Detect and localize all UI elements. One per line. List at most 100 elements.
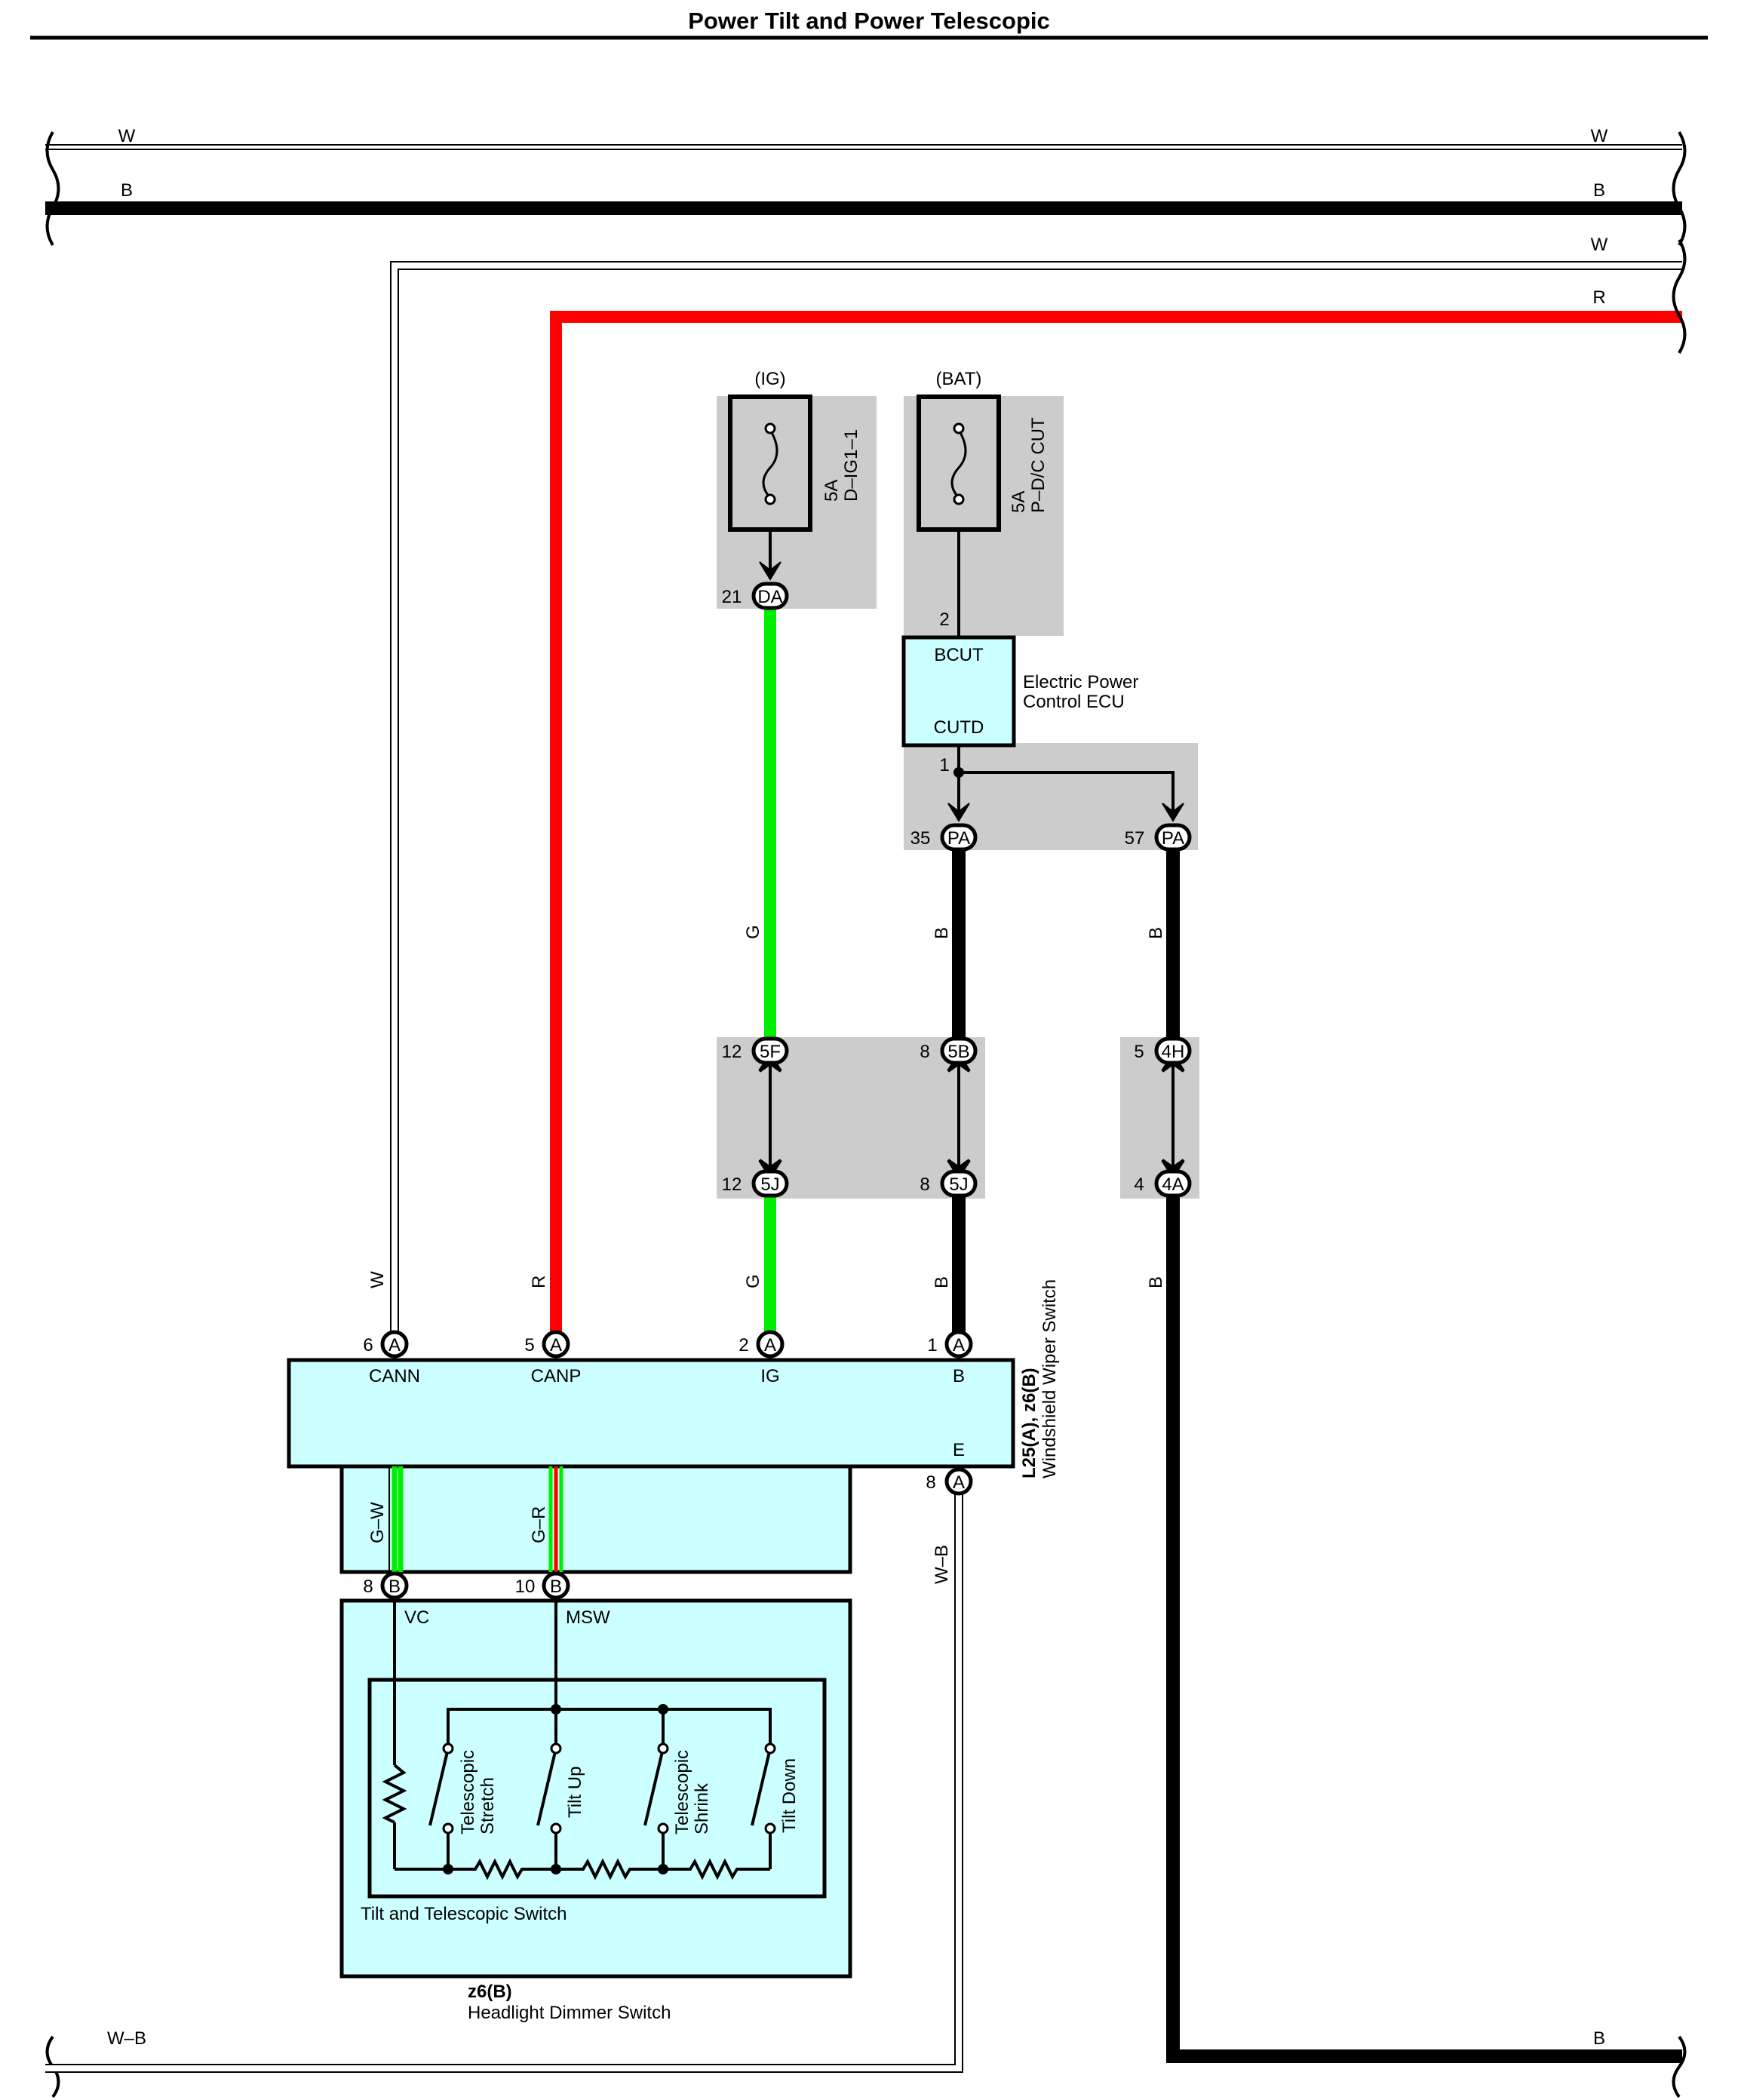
tilt-telescopic-switch-box: [367, 1678, 827, 1899]
svg-text:5: 5: [1134, 1042, 1144, 1062]
wire-w-cann: [390, 261, 1682, 1341]
svg-text:B: B: [550, 1577, 562, 1597]
svg-text:4: 4: [1134, 1174, 1144, 1195]
fuse-ig-supply: (IG): [754, 369, 785, 389]
wiper-switch-name: Windshield Wiper Switch: [1039, 1279, 1060, 1478]
svg-text:10: 10: [515, 1577, 536, 1597]
connector-pa57: PA 57: [1125, 823, 1192, 852]
switch-telescopic-stretch-line2: Stretch: [477, 1777, 498, 1834]
diagram-title: Power Tilt and Power Telescopic: [688, 8, 1050, 34]
switch-contacts: [442, 1742, 776, 1834]
wiper-terminal-ig: A 2 IG: [738, 1330, 785, 1386]
bus-w-ecu-label: W: [1591, 235, 1608, 255]
svg-text:1: 1: [927, 1335, 937, 1355]
dimmer-switch-name: Headlight Dimmer Switch: [468, 2003, 671, 2023]
svg-text:A: A: [388, 1335, 401, 1355]
svg-text:B: B: [953, 1366, 965, 1386]
svg-text:8: 8: [920, 1042, 929, 1062]
svg-text:12: 12: [722, 1174, 742, 1195]
wire-w-b-ground: [45, 1494, 963, 2073]
connector-5j-b: 5J 8: [920, 1169, 978, 1198]
connector-5j-g: 5J 12: [722, 1169, 789, 1198]
bus-w-top-label-left: W: [118, 126, 136, 146]
svg-text:5: 5: [524, 1335, 534, 1355]
switch-tilt-up: Tilt Up: [565, 1767, 585, 1818]
ecu-output-wires: [957, 745, 1175, 818]
wiper-switch-box: [287, 1358, 1015, 1469]
ecu-bcut-pin: 2: [939, 609, 949, 630]
switch-tilt-down: Tilt Down: [779, 1758, 800, 1833]
wiper-terminal-e: A 8: [926, 1467, 973, 1496]
connector-pa35: PA 35: [910, 823, 978, 852]
wire-label-g-upper: G: [743, 925, 763, 939]
svg-text:5J: 5J: [949, 1174, 968, 1195]
connector-da: DA 21: [722, 582, 789, 610]
svg-text:6: 6: [363, 1335, 373, 1355]
svg-text:B: B: [388, 1577, 401, 1597]
ecu-terminal-bcut: BCUT: [934, 645, 984, 665]
dimmer-terminal-msw: B 10 MSW: [515, 1571, 610, 1628]
svg-text:A: A: [550, 1335, 562, 1355]
wire-label-b-lower: B: [932, 1276, 952, 1288]
svg-text:VC: VC: [404, 1607, 429, 1628]
svg-text:4H: 4H: [1162, 1042, 1185, 1062]
wiper-terminal-cann: A 6 CANN: [363, 1330, 420, 1386]
arrow-pa57: [1162, 803, 1184, 822]
svg-text:IG: IG: [760, 1366, 779, 1386]
dimmer-terminal-vc: B 8 VC: [363, 1571, 429, 1628]
wire-label-g-r: G–R: [529, 1506, 549, 1543]
wire-g-r: [548, 1466, 563, 1572]
connector-4a: 4A 4: [1134, 1169, 1192, 1198]
svg-text:PA: PA: [947, 828, 970, 849]
fuse-bat-supply: (BAT): [936, 369, 982, 389]
connector-4h: 4H 5: [1134, 1036, 1192, 1065]
svg-text:PA: PA: [1162, 828, 1184, 849]
svg-text:12: 12: [722, 1042, 742, 1062]
svg-text:CANP: CANP: [531, 1366, 582, 1386]
wire-label-g-lower: G: [743, 1274, 763, 1288]
wire-label-b-ground-upper: B: [1146, 927, 1166, 939]
fuse-bat-name: P–D/C CUT: [1028, 417, 1049, 513]
wire-label-r: R: [529, 1276, 549, 1288]
svg-text:57: 57: [1125, 828, 1145, 849]
fuse-ig-element: [762, 429, 778, 499]
svg-text:A: A: [953, 1472, 965, 1493]
fuse-bat-rating: 5A: [1009, 491, 1029, 513]
wiper-connector-housing: [339, 1464, 852, 1574]
ecu-cutd-pin: 1: [939, 755, 949, 775]
wire-r-canp: [550, 311, 1682, 1341]
fuse-bat-element: [950, 429, 967, 499]
svg-text:8: 8: [363, 1577, 373, 1597]
ecu-box: [901, 635, 1016, 748]
wiper-terminal-e-name: E: [953, 1440, 965, 1460]
svg-text:CANN: CANN: [369, 1366, 420, 1386]
dimmer-switch-box: [339, 1598, 852, 1979]
svg-text:5B: 5B: [947, 1042, 969, 1062]
svg-text:4A: 4A: [1162, 1174, 1184, 1195]
bus-b-top-label-left: B: [121, 180, 133, 201]
svg-text:MSW: MSW: [566, 1607, 610, 1628]
bus-b-top-label-right: B: [1593, 180, 1605, 201]
arrow-ig-da: [759, 561, 781, 581]
wire-b-ground-lower: [1166, 1192, 1682, 2063]
svg-text:DA: DA: [757, 587, 782, 607]
bus-b-bottom-label: B: [1593, 2028, 1605, 2049]
fuse-ig-rating: 5A: [821, 480, 842, 502]
switch-telescopic-shrink-line2: Shrink: [692, 1782, 712, 1834]
wire-g-w: [388, 1466, 404, 1572]
wire-label-g-w: G–W: [367, 1502, 388, 1543]
wire-label-w-b: W–B: [932, 1545, 952, 1584]
wiper-terminal-canp: A 5 CANP: [524, 1330, 582, 1386]
shaded-regions: [717, 396, 1199, 1199]
ecu-name-line2: Control ECU: [1023, 692, 1125, 712]
switch-telescopic-stretch-line1: Telescopic: [458, 1750, 478, 1834]
svg-text:35: 35: [910, 828, 931, 849]
bus-w-top-label-right: W: [1591, 126, 1608, 146]
svg-text:A: A: [953, 1335, 965, 1355]
wiper-terminal-b: A 1 B: [927, 1330, 973, 1386]
svg-text:5F: 5F: [760, 1042, 781, 1062]
wire-label-b-ground-lower: B: [1146, 1276, 1166, 1288]
svg-text:8: 8: [920, 1174, 929, 1195]
dimmer-switch-code: z6(B): [468, 1982, 512, 2002]
